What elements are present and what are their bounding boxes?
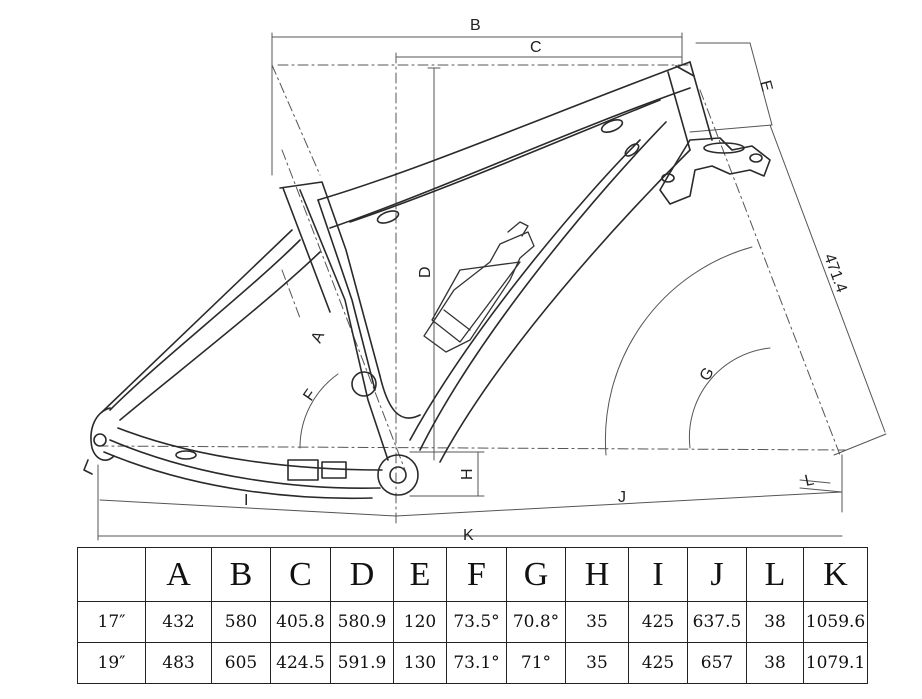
- header-cell-j: J: [687, 547, 747, 602]
- header-cell-empty: [77, 547, 146, 602]
- header-cell-i: I: [628, 547, 688, 602]
- size-cell: 17″: [77, 601, 146, 643]
- table-cell: 35: [565, 642, 629, 684]
- label-h: H: [459, 468, 476, 480]
- table-cell: 35: [565, 601, 629, 643]
- header-cell-a: A: [145, 547, 212, 602]
- table-cell: 425: [628, 642, 688, 684]
- table-cell: 1059.6: [803, 601, 868, 643]
- label-a: A: [308, 329, 328, 346]
- table-cell: 38: [746, 601, 804, 643]
- geometry-table-body: A B C D E F G H I J L K 17″ 432 580 405.…: [77, 547, 868, 684]
- table-row-17: 17″ 432 580 405.8 580.9 120 73.5° 70.8° …: [77, 601, 868, 643]
- header-cell-h: H: [565, 547, 629, 602]
- label-j: J: [618, 489, 626, 506]
- size-cell: 19″: [77, 642, 146, 684]
- header-cell-d: D: [330, 547, 394, 602]
- table-cell: 424.5: [270, 642, 331, 684]
- table-cell: 580.9: [330, 601, 394, 643]
- header-cell-b: B: [211, 547, 271, 602]
- dimension-label-group: B C D E A F G H I J K L 471.4: [244, 17, 850, 544]
- header-cell-l: L: [746, 547, 804, 602]
- label-k: K: [463, 527, 474, 544]
- table-cell: 70.8°: [506, 601, 566, 643]
- table-cell: 605: [211, 642, 271, 684]
- dimension-lines: [97, 32, 887, 541]
- label-f: F: [300, 386, 320, 404]
- table-row-19: 19″ 483 605 424.5 591.9 130 73.1° 71° 35…: [77, 642, 868, 684]
- label-b: B: [470, 17, 481, 34]
- table-cell: 73.5°: [446, 601, 507, 643]
- table-cell: 432: [145, 601, 212, 643]
- label-e: E: [756, 79, 775, 94]
- table-cell: 580: [211, 601, 271, 643]
- table-cell: 73.1°: [446, 642, 507, 684]
- table-cell: 637.5: [687, 601, 747, 643]
- label-c: C: [530, 39, 542, 56]
- label-g: G: [697, 365, 718, 384]
- water-bottle: [423, 221, 535, 353]
- table-cell: 591.9: [330, 642, 394, 684]
- table-header-row: A B C D E F G H I J L K: [77, 547, 868, 602]
- label-seatstay-length: 471.4: [820, 252, 850, 296]
- label-i: I: [244, 492, 248, 509]
- geometry-table: A B C D E F G H I J L K 17″ 432 580 405.…: [77, 547, 868, 684]
- table-cell: 425: [628, 601, 688, 643]
- table-cell: 483: [145, 642, 212, 684]
- table-cell: 38: [746, 642, 804, 684]
- table-cell: 71°: [506, 642, 566, 684]
- bike-frame-geometry-drawing: B C D E A F G H I J K L 471.4: [83, 17, 887, 544]
- label-l: L: [803, 471, 815, 489]
- frame-outline: [83, 61, 771, 500]
- table-cell: 120: [393, 601, 447, 643]
- header-cell-f: F: [446, 547, 507, 602]
- header-cell-g: G: [506, 547, 566, 602]
- table-cell: 405.8: [270, 601, 331, 643]
- table-cell: 1079.1: [803, 642, 868, 684]
- header-cell-c: C: [270, 547, 331, 602]
- header-cell-e: E: [393, 547, 447, 602]
- header-cell-k: K: [803, 547, 868, 602]
- table-cell: 657: [687, 642, 747, 684]
- table-cell: 130: [393, 642, 447, 684]
- label-d: D: [417, 266, 434, 278]
